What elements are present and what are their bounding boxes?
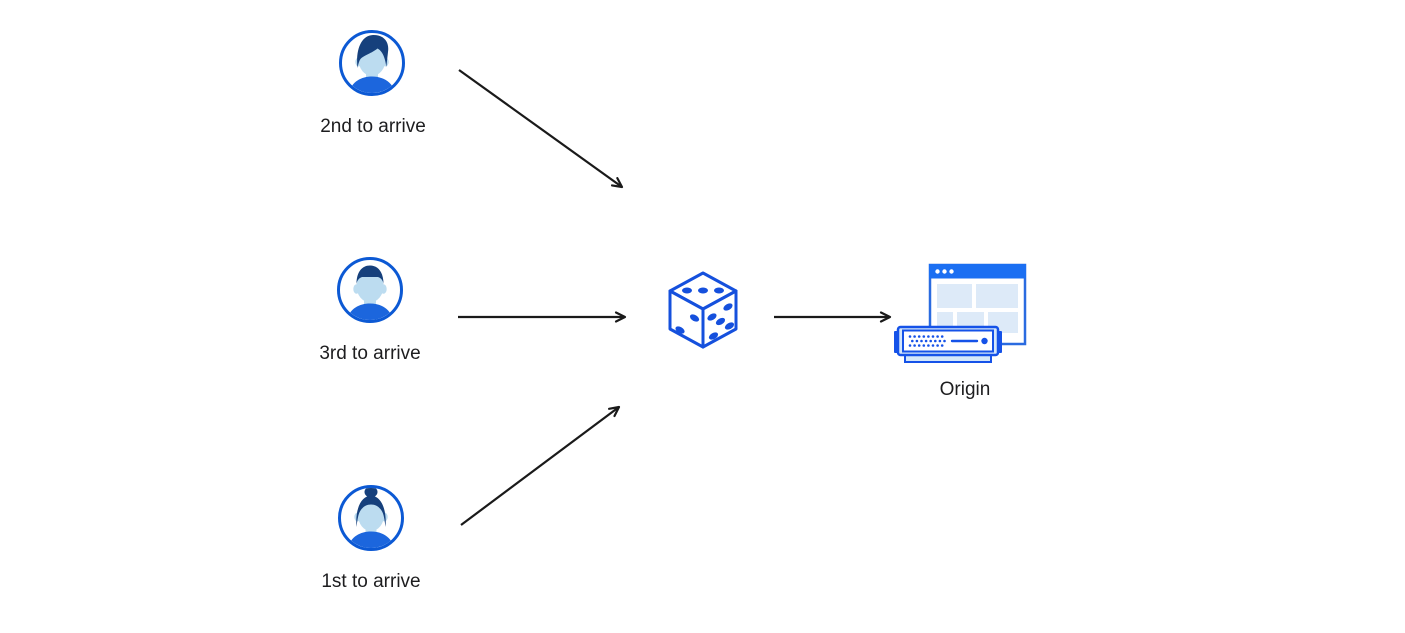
user-avatar-male-short-hair-icon <box>337 257 403 323</box>
user-third-label: 3rd to arrive <box>319 343 421 364</box>
user-avatar-male-pompadour-icon <box>339 30 405 96</box>
edge-user-second-to-dice-arrow <box>458 69 624 189</box>
origin-server-icon <box>894 263 1027 363</box>
user-avatar-female-bun-icon <box>338 485 404 551</box>
user-second-label: 2nd to arrive <box>320 116 426 137</box>
user-first-label: 1st to arrive <box>321 571 421 592</box>
server-vent-dots <box>908 335 946 347</box>
dice-icon <box>668 271 738 349</box>
edge-user-first-to-dice-arrow <box>460 405 621 526</box>
origin-label: Origin <box>939 379 991 400</box>
